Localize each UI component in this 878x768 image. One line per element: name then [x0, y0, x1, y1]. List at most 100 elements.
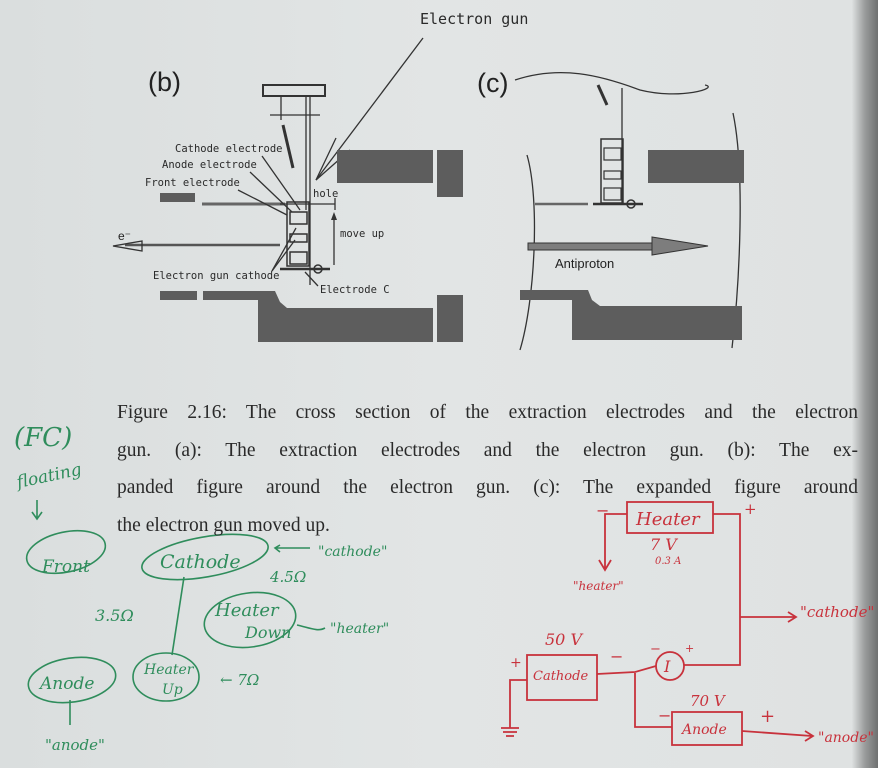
cathode-output-arrow	[740, 611, 798, 623]
zoom-outline	[514, 71, 709, 95]
hole-label: hole	[313, 188, 338, 200]
cathode-box-label: Cathode	[533, 669, 588, 684]
antiproton-arrow	[527, 242, 653, 251]
ground-icon	[501, 679, 527, 737]
heater-voltage: 7 V	[650, 535, 678, 554]
electron-arrow-head	[112, 240, 143, 252]
electrode-block	[648, 150, 744, 183]
red-circuit: Heater − + 7 V 0.3 A "heater" "cathode" …	[501, 500, 874, 746]
panel-c-tag: (c)	[477, 68, 508, 98]
screw-icon	[313, 264, 323, 274]
cathode-voltage: 50 V	[545, 630, 583, 649]
electron-label: e⁻	[118, 229, 131, 243]
anode-node	[27, 656, 117, 704]
anode-minus: −	[658, 706, 671, 725]
anode-supply-box	[671, 711, 743, 746]
heater-plus: +	[744, 500, 757, 518]
leader-line	[237, 189, 288, 216]
pointer-line	[315, 137, 337, 181]
cathode-supply-box	[526, 654, 598, 701]
gun-flange	[262, 84, 326, 97]
cathode-electrode-label: Cathode electrode	[175, 143, 282, 155]
arrow-head	[331, 212, 337, 220]
electrode-ring	[603, 147, 622, 161]
current-meter-label: I	[663, 657, 671, 676]
anode-voltage: 70 V	[690, 692, 727, 710]
gun-arm	[281, 124, 295, 169]
electrode-ring	[603, 170, 622, 180]
electrode-ring	[603, 187, 622, 201]
heater-quote: "heater"	[330, 621, 389, 637]
floating-note: floating	[13, 460, 84, 494]
leader-line	[304, 271, 319, 287]
heater-up-node	[132, 652, 200, 702]
heater-output-label: "heater"	[573, 579, 624, 593]
heater-box-label: Heater	[635, 509, 701, 530]
cathode-line-wire	[684, 513, 741, 666]
electrode-block	[437, 150, 463, 197]
meter-plus: +	[685, 642, 694, 655]
heater-output-wire	[598, 513, 627, 572]
antiproton-label: Antiproton	[555, 256, 614, 271]
panel-c: (c) Antiproton	[477, 68, 744, 351]
electron-gun-label: Electron gun	[420, 10, 528, 28]
caption-line-3: panded figure around the electron gun. (…	[117, 477, 858, 498]
leader-line	[249, 171, 293, 213]
heater-down-node	[203, 591, 297, 649]
link-line	[171, 576, 185, 656]
link-line	[296, 624, 326, 631]
leader-line	[271, 227, 297, 272]
cathode-output-label: "cathode"	[800, 603, 874, 621]
heater-up-label-1: Heater	[143, 662, 195, 678]
electrode-block	[520, 290, 742, 340]
zoom-outline	[519, 154, 536, 351]
front-node	[25, 529, 107, 575]
heater-current: 0.3 A	[655, 556, 681, 567]
electrode-block	[160, 193, 195, 202]
r7-note: ← 7Ω	[220, 671, 259, 689]
electrode-block	[437, 295, 463, 342]
green-annotations: (FC) floating Front Cathode "cathode" 4.…	[13, 423, 389, 754]
anode-output-arrow	[741, 730, 815, 742]
electrode-stack	[286, 201, 310, 267]
arrow-down-icon	[31, 500, 43, 521]
cathode-node	[141, 533, 269, 581]
heater-minus: −	[596, 501, 609, 520]
heater-up-label-2: Up	[162, 682, 183, 698]
anode-node-label: Anode	[38, 674, 94, 694]
electrode-block	[160, 291, 197, 300]
electrode-ring	[289, 211, 308, 225]
cathode-plus: +	[510, 655, 522, 671]
panel-b-tag: (b)	[148, 67, 181, 97]
fc-note: (FC)	[14, 423, 72, 453]
electrode-block	[203, 291, 433, 342]
cathode-quote: "cathode"	[318, 544, 387, 560]
cathode-minus: −	[610, 647, 623, 666]
caption-line-4: the electron gun moved up.	[117, 515, 330, 536]
anode-output-label: "anode"	[818, 730, 874, 746]
electrode-ring	[289, 251, 308, 265]
r35-note: 3.5Ω	[95, 606, 134, 625]
caption-line-1: Figure 2.16: The cross section of the ex…	[117, 402, 858, 423]
electron-gun-cathode-label: Electron gun cathode	[153, 270, 279, 282]
meter-minus: −	[650, 642, 661, 657]
anode-electrode-label: Anode electrode	[162, 159, 257, 171]
panel-b: (b) Cathode electrode Anode electrode Fr…	[112, 67, 463, 342]
electron-gun-pointer	[315, 37, 424, 181]
heater-supply-box	[626, 501, 714, 534]
anode-plus: +	[760, 706, 775, 727]
front-node-label: Front	[41, 557, 90, 577]
heater-down-label-2: Down	[244, 623, 291, 642]
gun-arm	[596, 84, 609, 106]
arrow-icon	[273, 544, 310, 553]
r45-note: 4.5Ω	[269, 568, 306, 586]
antiproton-arrow-head	[651, 236, 709, 256]
anode-box-label: Anode	[680, 722, 727, 738]
cathode-node-label: Cathode	[160, 551, 241, 573]
electrode-block	[337, 150, 433, 183]
electrode-c-label: Electrode C	[320, 284, 390, 296]
cathode-meter-wire	[596, 665, 672, 728]
move-up-label: move up	[340, 228, 384, 240]
